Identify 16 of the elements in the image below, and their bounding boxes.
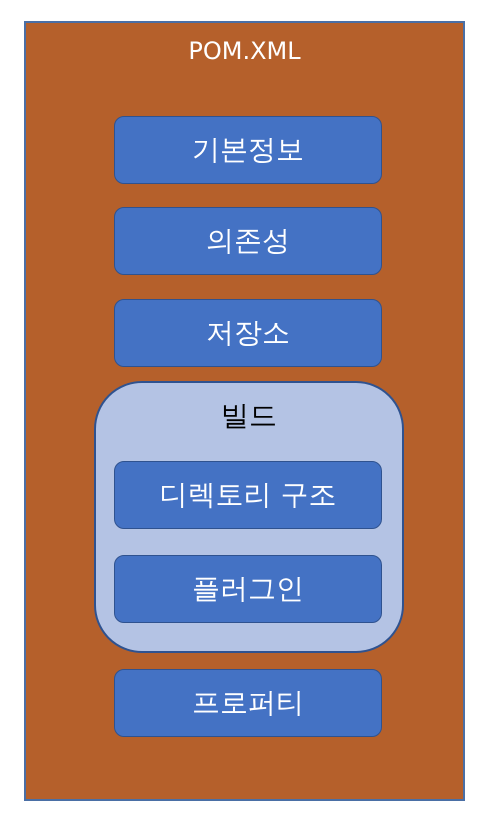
group-box bbox=[94, 381, 404, 653]
item-label: 플러그인 bbox=[192, 571, 304, 607]
item-box bbox=[114, 669, 382, 737]
item-label: 디렉토리 구조 bbox=[160, 477, 336, 513]
item-label: 기본정보 bbox=[192, 132, 304, 168]
item-box bbox=[114, 299, 382, 367]
group-title: 빌드 bbox=[221, 398, 277, 434]
item-label: 프로퍼티 bbox=[192, 685, 304, 721]
item-label: 저장소 bbox=[206, 315, 290, 351]
item-box bbox=[114, 207, 382, 275]
container-title: POM.XML bbox=[188, 37, 301, 65]
item-box bbox=[114, 116, 382, 184]
container-box bbox=[24, 21, 465, 801]
item-label: 의존성 bbox=[206, 223, 290, 259]
item-box bbox=[114, 555, 382, 623]
item-box bbox=[114, 461, 382, 529]
